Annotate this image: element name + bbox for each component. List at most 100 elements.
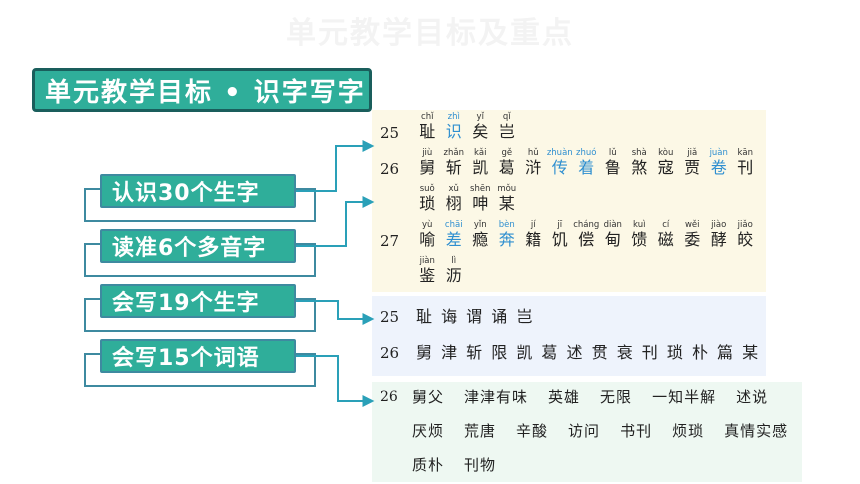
goal-write-chars-button[interactable]: 会写19个生字	[100, 284, 296, 318]
hanzi: 委	[684, 230, 701, 249]
hanzi: 某	[498, 194, 515, 213]
pinyin: gě	[501, 148, 513, 158]
pinyin: jiǎ	[687, 148, 698, 158]
hanzi: 贾	[684, 158, 701, 177]
hanzi: 寇	[657, 158, 674, 177]
pinyin: hǔ	[527, 148, 539, 158]
pinyin: zhì	[447, 112, 460, 122]
lesson-number: 26	[380, 160, 400, 178]
pinyin: lǔ	[608, 148, 617, 158]
pinyin: suǒ	[419, 184, 435, 194]
lesson-number: 26	[380, 344, 400, 362]
lesson-number	[380, 420, 412, 442]
pinyin: xǔ	[448, 184, 459, 194]
goal-polyphone-button[interactable]: 读准6个多音字	[100, 229, 296, 263]
hanzi: 偿	[578, 230, 595, 249]
pinyin: diàn	[603, 220, 622, 230]
pinyin: cí	[662, 220, 670, 230]
hanzi: 浒	[525, 158, 542, 177]
pinyin: chǐ	[421, 112, 434, 122]
write-chars-row: 26 舅 津 斩 限 凯 葛 述 贯 衰 刊 琐 朴 篇 某	[380, 342, 770, 364]
vocab-word: 真情实感	[724, 422, 789, 440]
hanzi: 识	[445, 122, 462, 141]
hanzi: 岂	[498, 122, 515, 141]
char-list: 舅 津 斩 限 凯 葛 述 贯 衰 刊 琐 朴 篇 某	[416, 343, 761, 362]
pinyin: jiǎo	[737, 220, 753, 230]
hanzi: 刊	[737, 158, 754, 177]
hanzi: 矣	[472, 122, 489, 141]
vocab-word: 访问	[568, 422, 601, 440]
write-chars-row: 25 耻 诲 谓 诵 岂	[380, 306, 544, 328]
slide-title: 单元教学目标及重点	[286, 16, 574, 51]
vocab-word: 舅父	[412, 388, 445, 406]
vocab-word: 刊物	[464, 456, 497, 474]
pinyin: yù	[422, 220, 433, 230]
lesson-number: 25	[380, 308, 400, 326]
hanzi: 斩	[445, 158, 462, 177]
lesson-number: 25	[380, 124, 400, 142]
hanzi: 饥	[551, 230, 568, 249]
hanzi: 葛	[498, 158, 515, 177]
char-list: 耻 诲 谓 诵 岂	[416, 307, 535, 326]
goal-recognize-button[interactable]: 认识30个生字	[100, 174, 296, 208]
goal-write-words-button[interactable]: 会写15个词语	[100, 339, 296, 373]
hanzi: 栩	[445, 194, 462, 213]
write-chars-panel: 25 耻 诲 谓 诵 岂 26 舅 津 斩 限 凯 葛 述 贯 衰 刊 琐 朴 …	[372, 296, 766, 376]
hanzi: 传	[551, 158, 568, 177]
lesson-number: 27	[380, 232, 400, 250]
pinyin: jiào	[711, 220, 727, 230]
pinyin: zhuó	[576, 148, 597, 158]
hanzi: 沥	[445, 266, 462, 285]
words-row: 厌烦荒唐辛酸访问书刊烦琐真情实感	[380, 420, 808, 442]
hanzi: 鉴	[419, 266, 436, 285]
hanzi: 磁	[657, 230, 674, 249]
pinyin: chāi	[444, 220, 463, 230]
hanzi: 耻	[419, 122, 436, 141]
hanzi: 鲁	[604, 158, 621, 177]
arrow-recognize	[296, 140, 375, 192]
hanzi: 舅	[419, 158, 436, 177]
hanzi: 差	[445, 230, 462, 249]
hanzi: 煞	[631, 158, 648, 177]
pinyin: juàn	[709, 148, 728, 158]
pinyin: jiù	[422, 148, 433, 158]
hanzi: 瘾	[472, 230, 489, 249]
lesson-number: 26	[380, 389, 398, 405]
vocab-word: 书刊	[620, 422, 653, 440]
pinyin: kuì	[633, 220, 646, 230]
hanzi: 甸	[604, 230, 621, 249]
